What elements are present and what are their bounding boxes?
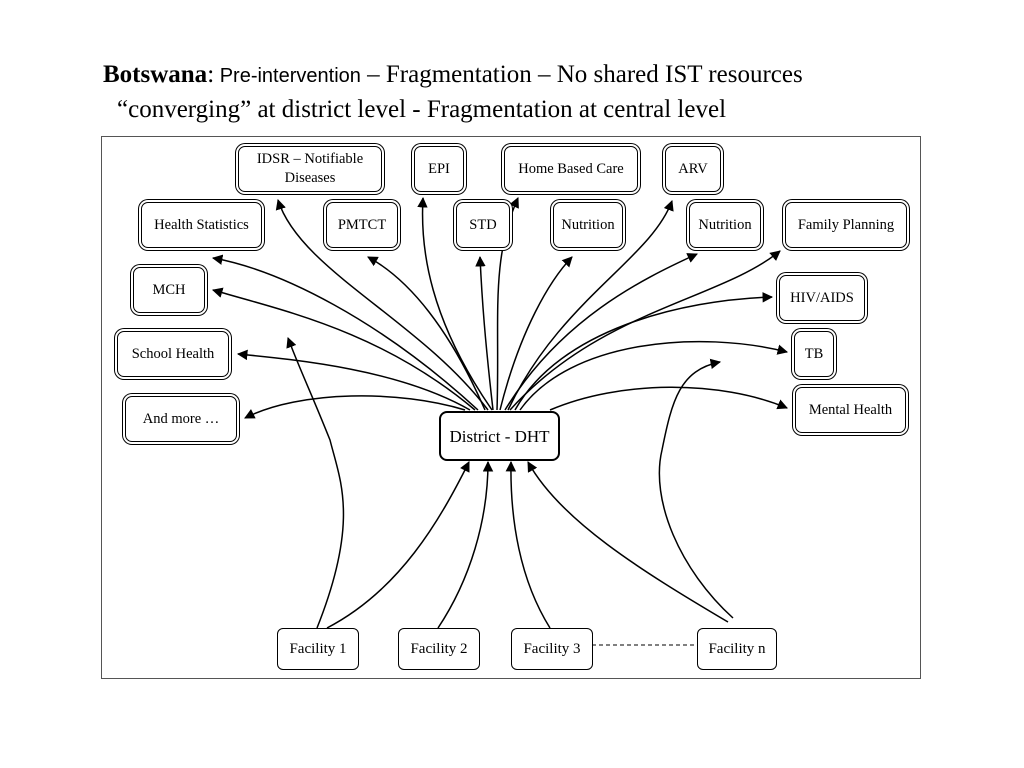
title-rest: – Fragmentation – No shared IST resource… [360,61,803,88]
title-country: Botswana [103,61,208,88]
node-mental-health: Mental Health [795,387,906,433]
slide-title: Botswana: Pre-intervention – Fragmentati… [103,58,983,127]
arrow-facilityn-bypass [658,358,734,619]
node-arv: ARV [665,146,721,192]
node-epi: EPI [414,146,464,192]
node-and-more: And more … [125,396,237,442]
node-facility-3: Facility 3 [511,628,593,670]
arrow-to-nutrition-2 [504,253,698,411]
node-hiv-aids: HIV/AIDS [779,275,865,321]
arrow-to-health-statistics [211,254,479,411]
node-pmtct: PMTCT [326,202,398,248]
arrow-facility1-bypass [286,337,345,629]
node-nutrition-1: Nutrition [553,202,623,248]
arrow-to-school-health [236,349,471,411]
arrow-to-family-planning [509,250,781,411]
title-colon: : [207,61,215,88]
node-facility-1: Facility 1 [277,628,359,670]
node-facility-2: Facility 2 [398,628,480,670]
node-home-based-care: Home Based Care [504,146,638,192]
arrow-to-mental-health [549,386,788,411]
arrow-facility2-district [437,460,494,629]
arrow-to-tb [519,340,789,411]
arrow-to-arv [507,200,674,411]
node-family-planning: Family Planning [785,202,907,248]
node-school-health: School Health [117,331,229,377]
arrow-facility1-district [326,461,470,629]
arrow-to-nutrition-1 [499,256,573,411]
arrow-to-std [475,255,494,411]
title-line2: “converging” at district level - Fragmen… [117,96,727,123]
node-tb: TB [794,331,834,377]
arrow-facility3-district [505,460,551,629]
node-district-dht: District - DHT [439,411,560,461]
arrow-to-pmtct [367,256,486,411]
node-idsr: IDSR – Notifiable Diseases [238,146,382,192]
title-phase: Pre-intervention [214,65,361,87]
arrow-facilityn-district [527,461,729,623]
node-health-statistics: Health Statistics [141,202,262,248]
node-std: STD [456,202,510,248]
arrow-to-and-more [244,395,466,419]
diagram-frame [101,136,921,679]
node-facility-n: Facility n [697,628,777,670]
node-mch: MCH [133,267,205,313]
arrow-to-idsr [275,198,489,411]
arrow-to-epi [417,196,493,411]
arrow-to-mch [211,287,476,411]
arrow-to-hiv-aids [514,292,774,411]
node-nutrition-2: Nutrition [689,202,761,248]
